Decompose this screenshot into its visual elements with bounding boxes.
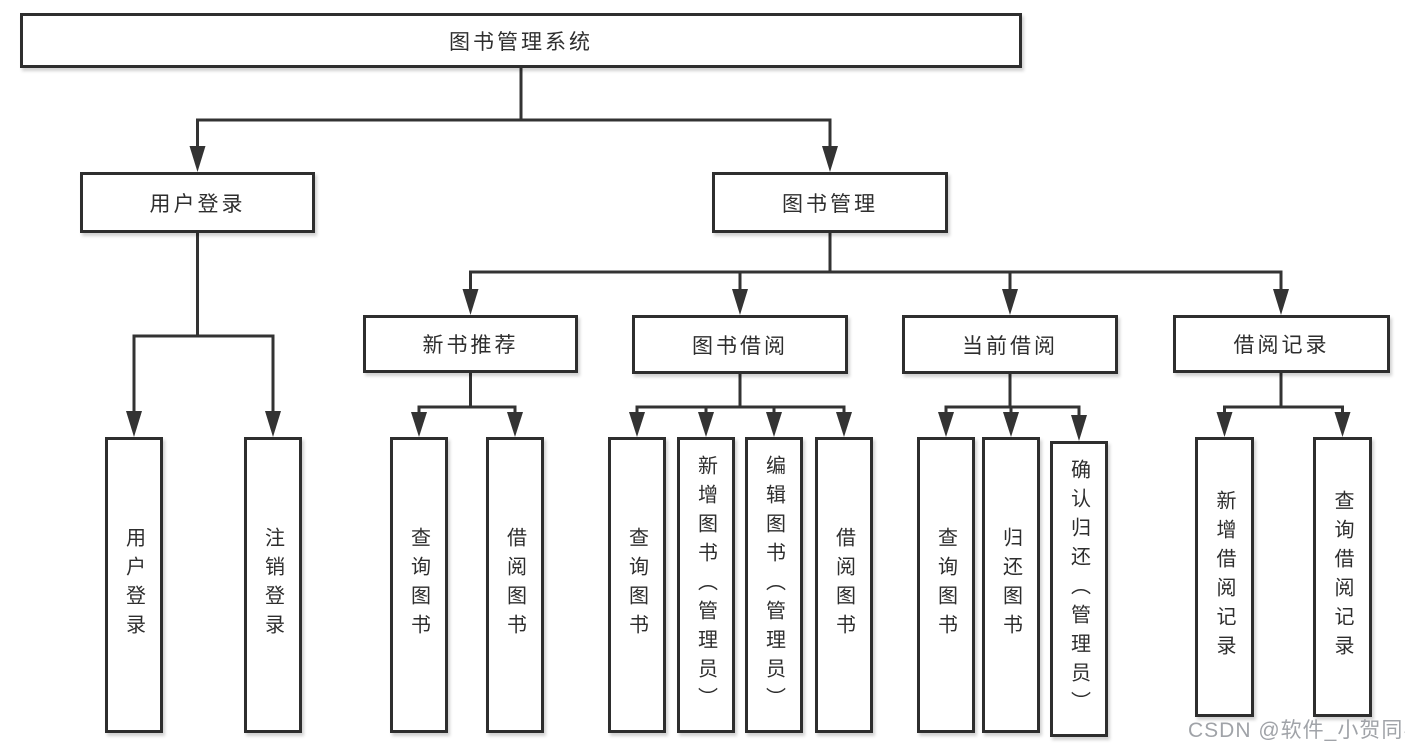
leaf-query-book-2: 查询图书 xyxy=(608,437,666,733)
node-user-login: 用户登录 xyxy=(80,172,315,233)
leaf-add-book-admin: 新增图书（管理员） xyxy=(677,437,735,733)
node-borrow-record: 借阅记录 xyxy=(1173,315,1390,373)
leaf-logout: 注销登录 xyxy=(244,437,302,733)
node-current-borrow: 当前借阅 xyxy=(902,315,1118,374)
leaf-query-book-3: 查询图书 xyxy=(917,437,975,733)
leaf-user-login: 用户登录 xyxy=(105,437,163,733)
leaf-query-borrow-record: 查询借阅记录 xyxy=(1313,437,1372,717)
node-book-management: 图书管理 xyxy=(712,172,948,233)
node-book-borrow: 图书借阅 xyxy=(632,315,848,374)
leaf-borrow-book-2: 借阅图书 xyxy=(815,437,873,733)
leaf-borrow-book-1: 借阅图书 xyxy=(486,437,544,733)
node-root: 图书管理系统 xyxy=(20,13,1022,68)
leaf-edit-book-admin: 编辑图书（管理员） xyxy=(745,437,803,733)
node-new-book-recommend: 新书推荐 xyxy=(363,315,578,373)
leaf-confirm-return-admin: 确认归还（管理员） xyxy=(1050,441,1108,737)
leaf-add-borrow-record: 新增借阅记录 xyxy=(1195,437,1254,717)
leaf-return-book: 归还图书 xyxy=(982,437,1040,733)
leaf-query-book-1: 查询图书 xyxy=(390,437,448,733)
csdn-watermark: CSDN @软件_小贺同学 xyxy=(1188,719,1405,742)
